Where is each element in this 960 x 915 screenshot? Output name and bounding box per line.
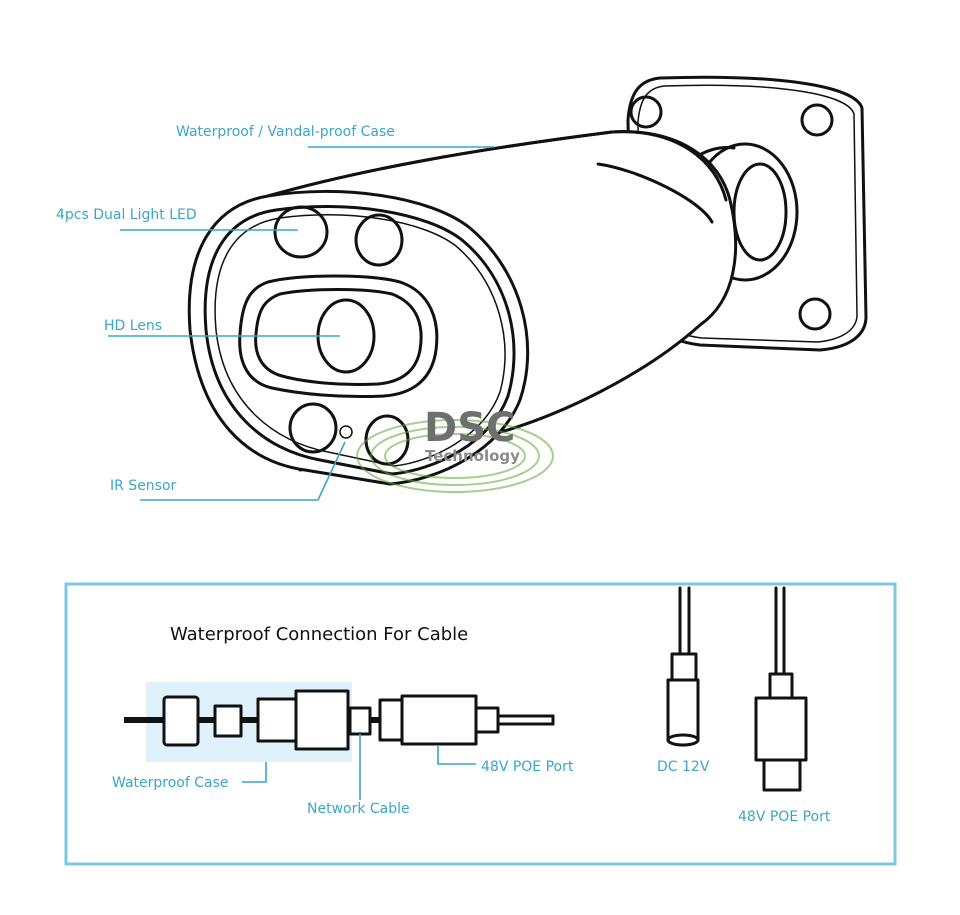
label-poe-right: 48V POE Port — [738, 809, 831, 825]
camera-front — [187, 189, 530, 486]
camera-illustration: DSC Technology — [187, 75, 868, 493]
connection-title: Waterproof Connection For Cable — [170, 624, 468, 645]
watermark-brand: DSC — [424, 405, 515, 451]
camera-callouts: Waterproof / Vandal-proof Case 4pcs Dual… — [56, 124, 494, 501]
label-lens: HD Lens — [104, 318, 162, 334]
label-network-cable: Network Cable — [307, 801, 410, 817]
dc-connector — [666, 586, 700, 747]
label-waterproof-case: Waterproof Case — [112, 775, 229, 791]
label-ir: IR Sensor — [110, 478, 177, 494]
dsc-watermark: DSC Technology — [356, 405, 554, 493]
label-case: Waterproof / Vandal-proof Case — [176, 124, 395, 140]
label-dc: DC 12V — [657, 759, 710, 775]
connection-panel: Waterproof Connection For Cable Waterpro… — [64, 582, 897, 866]
poe-port-right — [754, 586, 808, 792]
label-led: 4pcs Dual Light LED — [56, 207, 197, 223]
label-poe-left: 48V POE Port — [481, 759, 574, 775]
network-cable-assembly — [124, 689, 555, 751]
watermark-sub: Technology — [425, 447, 520, 465]
